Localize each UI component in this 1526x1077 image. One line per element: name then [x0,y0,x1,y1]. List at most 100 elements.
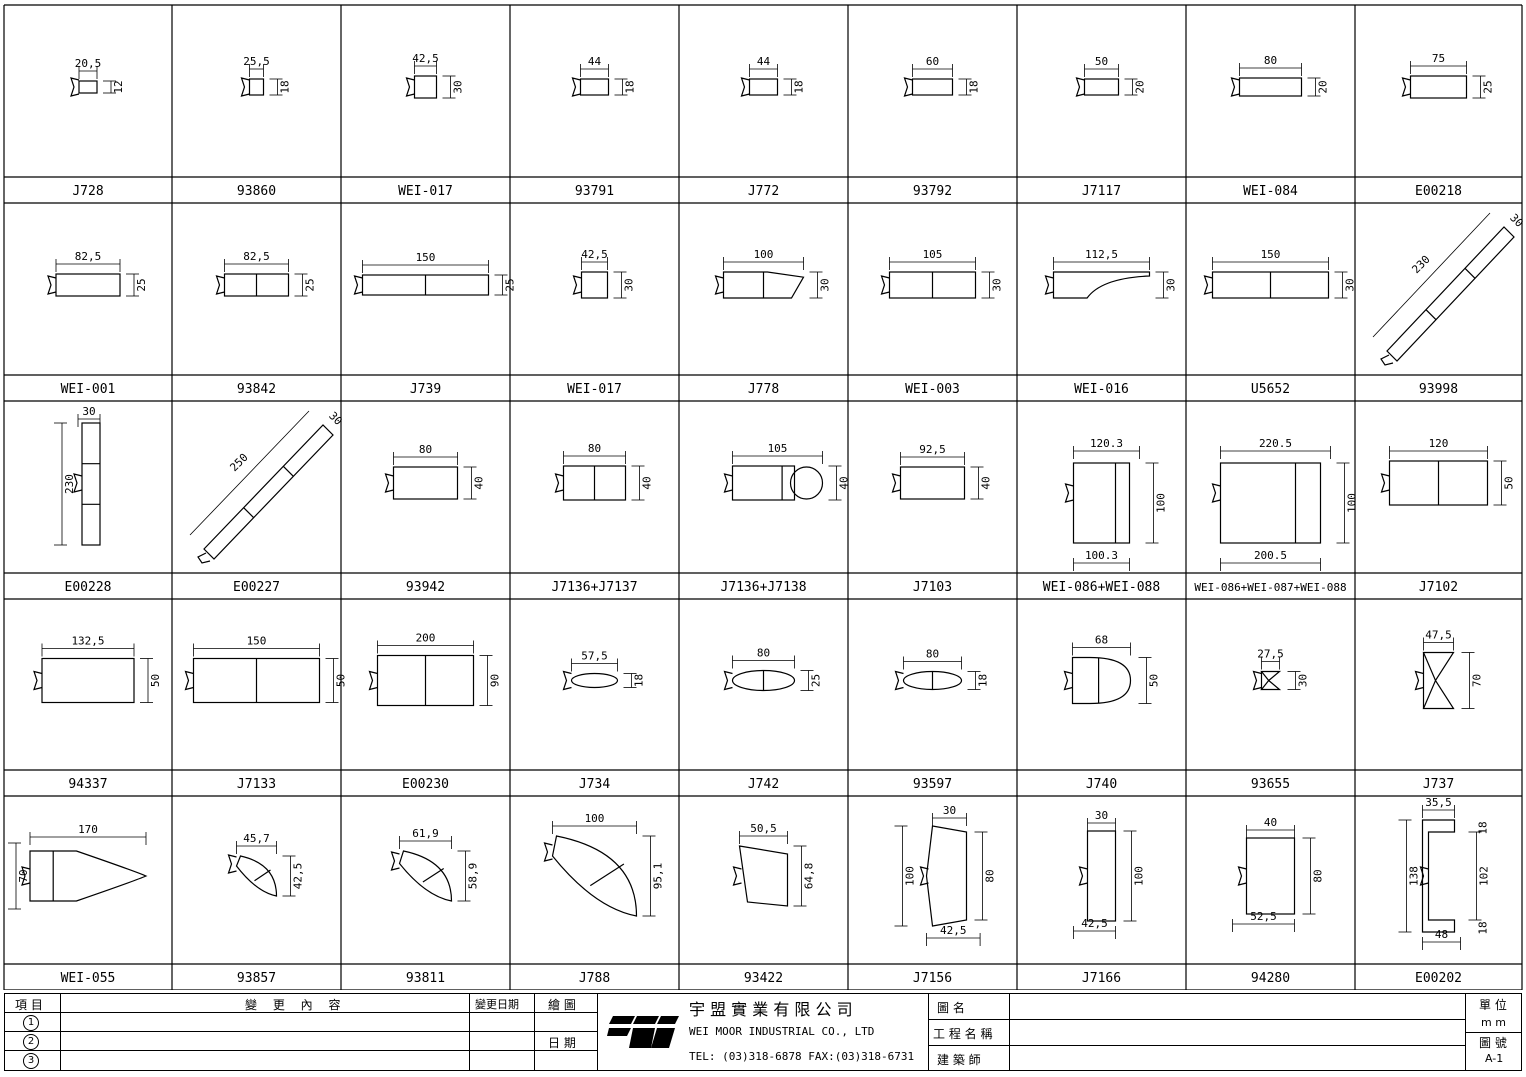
col-item-header: 項 目 [15,998,43,1012]
width-dimension: 220.5 [1259,437,1292,450]
outer-height-dimension: 100 [904,866,917,886]
height-dimension: 50 [1148,674,1161,687]
company-logo [607,1016,679,1048]
height-dimension: 18 [633,674,646,687]
width-dimension: 120 [1429,437,1449,450]
profile-label: 94337 [68,777,107,792]
bottom-width-dimension: 52,5 [1250,910,1277,923]
height-dimension: 100 [1155,493,1168,513]
profile-94280-drawing [1245,837,1296,915]
profile-label: 93597 [913,777,952,792]
width-dimension: 100 [754,248,774,261]
profile-e00202-drawing [1421,819,1456,933]
profile-label: J7102 [1419,580,1458,595]
width-dimension: 60 [926,55,939,68]
profile-j772-drawing [748,78,779,96]
height-dimension: 50 [1503,476,1516,489]
height-dimension: 25 [304,278,317,291]
profile-j7133-drawing [192,657,321,704]
profile-label: WEI-016 [1074,382,1129,397]
height-dimension: 58,9 [467,863,480,890]
company-name-chinese: 宇 盟 實 業 有 限 公 司 [689,1000,853,1019]
profile-j737-drawing [1422,651,1455,710]
drawing-name-label: 圖 名 [937,1001,965,1015]
length-dimension: 230 [1409,253,1432,276]
profile-j7117-drawing [1083,78,1120,96]
profile-label: 93998 [1419,382,1458,397]
width-dimension: 30 [1095,809,1108,822]
profile-j7156-drawing [925,825,968,927]
profile-label: 93655 [1251,777,1290,792]
height-dimension: 230 [63,474,76,494]
height-dimension: 20 [1317,80,1330,93]
height-dimension: 18 [624,80,637,93]
width-dimension: 105 [923,248,943,261]
profile-label: J7103 [913,580,952,595]
profile-93597-drawing [902,670,963,691]
profile-wei-017-drawing [413,75,438,99]
profile-label: 93791 [575,184,614,199]
project-name-label: 工 程 名 稱 [933,1027,993,1041]
height-dimension: 40 [473,476,486,489]
profile-e00227-drawing [189,410,334,564]
height-dimension: 50 [149,674,162,687]
profile-label: 93792 [913,184,952,199]
height-dimension: 102 [1478,866,1491,886]
height-dimension: 25 [1482,80,1495,93]
width-dimension: 120.3 [1090,437,1123,450]
height-dimension: 18 [279,80,292,93]
height-dimension: 30 [623,278,636,291]
height-dimension: 30 [452,80,465,93]
profile-label: J778 [748,382,779,397]
profile-label: WEI-003 [905,382,960,397]
profile-j739-drawing [361,274,490,296]
profile-label: E00202 [1415,971,1462,986]
company-name-english: WEI MOOR INDUSTRIAL CO., LTD [689,1025,875,1038]
profile-label: E00228 [65,580,112,595]
width-dimension: 45,7 [243,832,270,845]
profile-label: E00230 [402,777,449,792]
profile-wei-017-drawing [580,271,609,299]
profile-93792-drawing [911,78,954,96]
width-dimension: 25,5 [243,55,270,68]
profile-j778-drawing [722,271,805,299]
profile-label: 94280 [1251,971,1290,986]
bottom-width-dimension: 42,5 [1081,917,1108,930]
height-dimension: 30 [1297,674,1310,687]
profile-label: J7156 [913,971,952,986]
profile-j7166-drawing [1086,830,1117,922]
company-phone-fax: TEL: (03)318-6878 FAX:(03)318-6731 [689,1050,915,1063]
profile-j7136+j7138-drawing [731,465,824,501]
profile-label: E00218 [1415,184,1462,199]
height-dimension: 42,5 [292,863,305,890]
width-dimension: 80 [1264,54,1277,67]
col-draw-header: 繪 圖 [548,998,576,1012]
width-dimension: 150 [416,251,436,264]
drawing-number: A-1 [1485,1052,1504,1065]
width-dimension: 80 [419,443,432,456]
profile-label: E00227 [233,580,280,595]
width-dimension: 20,5 [75,57,102,70]
profile-j728-drawing [78,80,98,94]
width-dimension: 44 [757,55,771,68]
profile-label: J7133 [237,777,276,792]
profile-label: 93860 [237,184,276,199]
width-dimension: 150 [247,635,267,648]
height-dimension: 20 [1134,80,1147,93]
profile-93860-drawing [248,78,265,96]
profile-label: J742 [748,777,779,792]
width-dimension: 30 [82,405,95,418]
title-block: 項 目 變 更 內 容 變更日期 繪 圖 日 期 1 2 3 宇 盟 實 業 有… [4,993,1522,1071]
width-dimension: 80 [757,647,770,660]
architect-label: 建 築 師 [937,1053,981,1067]
profile-label: J7166 [1082,971,1121,986]
profile-wei-086+wei-087+wei-088-drawing [1219,462,1322,544]
bottom-width-dimension: 48 [1435,928,1448,941]
profile-label: J7136+J7137 [551,580,637,595]
profile-wei-001-drawing [55,273,121,297]
flange-dimension: 18 [1477,921,1490,934]
profile-j7136+j7137-drawing [562,465,627,501]
height-dimension: 30 [1165,278,1178,291]
profile-label: J7117 [1082,184,1121,199]
width-dimension: 61,9 [412,827,439,840]
